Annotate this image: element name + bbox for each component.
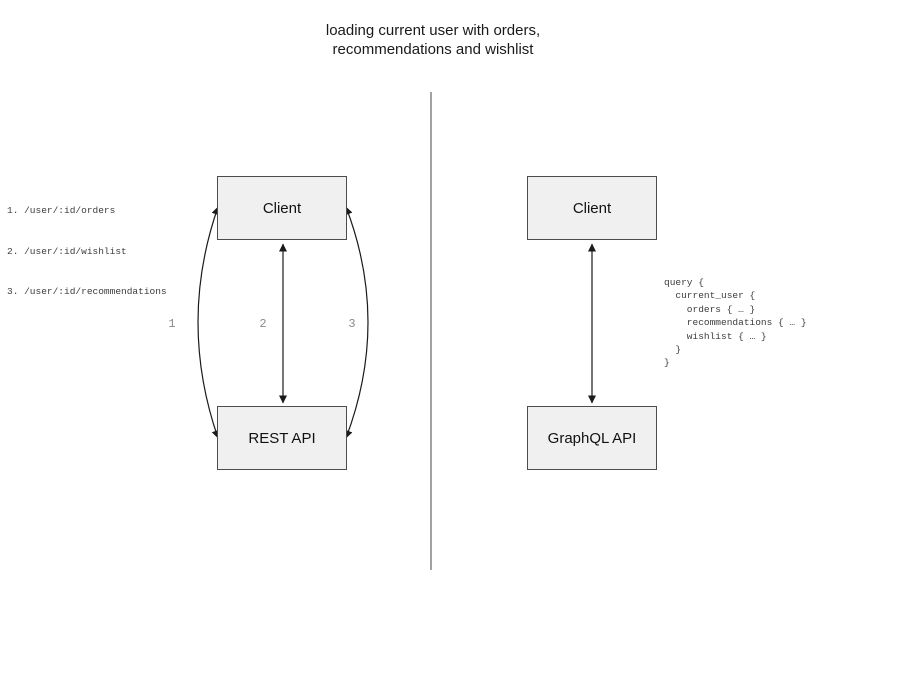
rest-client-node-label: Client bbox=[262, 199, 302, 217]
rest-endpoint-item: 1. /user/:id/orders bbox=[7, 205, 116, 216]
arrow-2-label: 2 bbox=[259, 317, 267, 331]
rest-client-node: Client bbox=[217, 176, 347, 240]
graphql-api-node-label: GraphQL API bbox=[547, 429, 637, 447]
graphql-client-node-label: Client bbox=[572, 199, 612, 217]
arrow-1-label: 1 bbox=[168, 317, 176, 331]
rest-api-node: REST API bbox=[217, 406, 347, 470]
rest-endpoint-item: 2. /user/:id/wishlist bbox=[7, 245, 127, 257]
graphql-query-code: query { current_user { orders { … } reco… bbox=[664, 277, 807, 369]
rest-endpoint-item: 3. /user/:id/recommendations bbox=[7, 286, 167, 297]
graphql-client-node: Client bbox=[527, 176, 657, 240]
diagram-title: loading current user with orders, recomm… bbox=[325, 22, 541, 58]
graphql-api-node: GraphQL API bbox=[527, 406, 657, 470]
rest-endpoints-list: 1. /user/:id/orders 2. /user/:id/wishlis… bbox=[7, 177, 167, 326]
arrow-3-label: 3 bbox=[348, 317, 356, 331]
arrow-1-curve bbox=[197, 206, 220, 439]
rest-api-node-label: REST API bbox=[248, 429, 316, 447]
